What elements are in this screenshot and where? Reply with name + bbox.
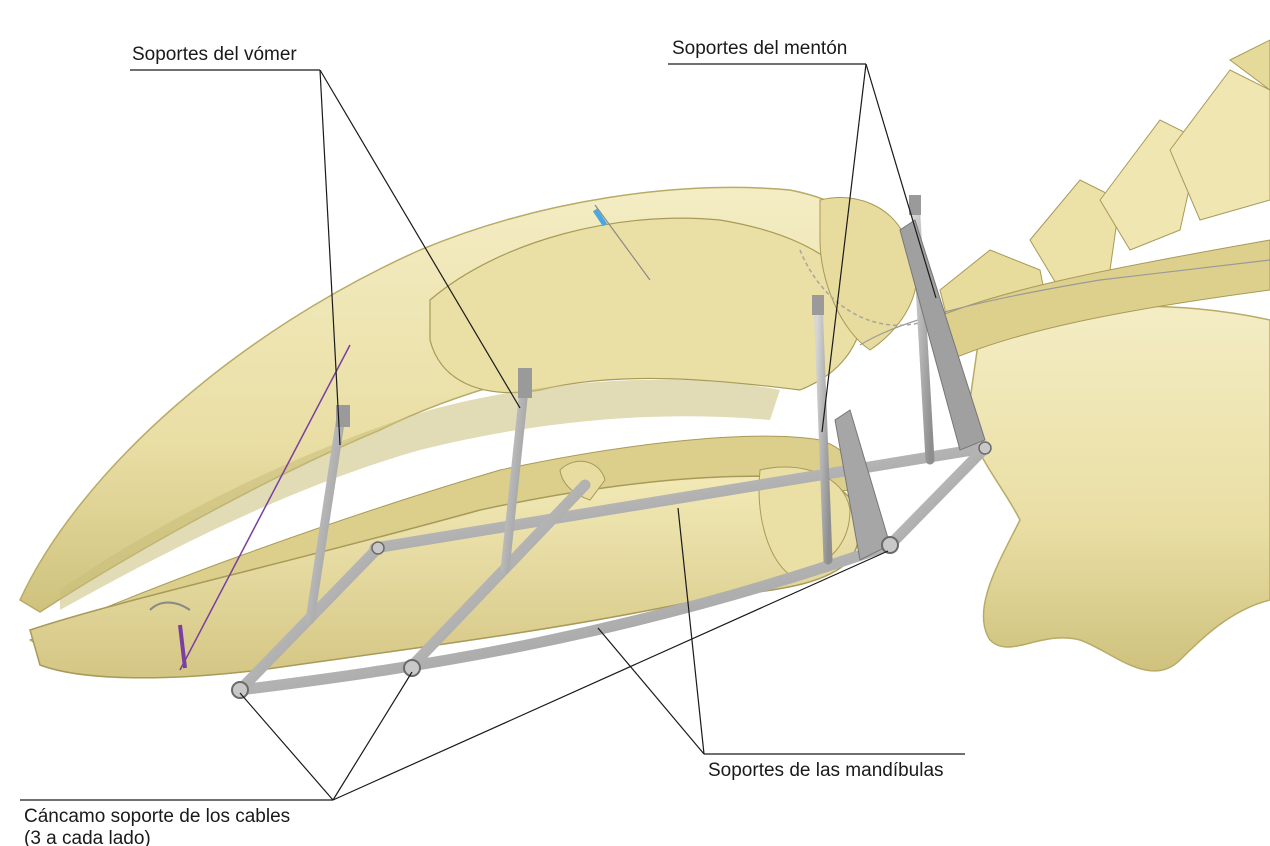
leader-canc-2 [333, 672, 412, 800]
label-chin-supports: Soportes del mentón [672, 38, 847, 60]
vertebral-column [930, 40, 1270, 671]
eyebolt-2 [404, 660, 420, 676]
leader-canc-1 [240, 693, 333, 800]
node-upper-right [979, 442, 991, 454]
label-vomer-supports: Soportes del vómer [132, 44, 297, 66]
eyebolt-1 [232, 682, 248, 698]
label-mandible-supports: Soportes de las mandíbulas [708, 760, 944, 782]
leader-mand-1 [598, 628, 704, 754]
post-cap-3 [812, 295, 824, 315]
label-eyebolt-line2: (3 a cada lado) [24, 828, 290, 846]
scapula-bone [968, 306, 1270, 671]
label-eyebolt-cable-support: Cáncamo soporte de los cables (3 a cada … [24, 806, 290, 846]
node-upper-left [372, 542, 384, 554]
post-cap-2 [518, 368, 532, 398]
eyebolt-3 [882, 537, 898, 553]
label-eyebolt-line1: Cáncamo soporte de los cables [24, 806, 290, 828]
